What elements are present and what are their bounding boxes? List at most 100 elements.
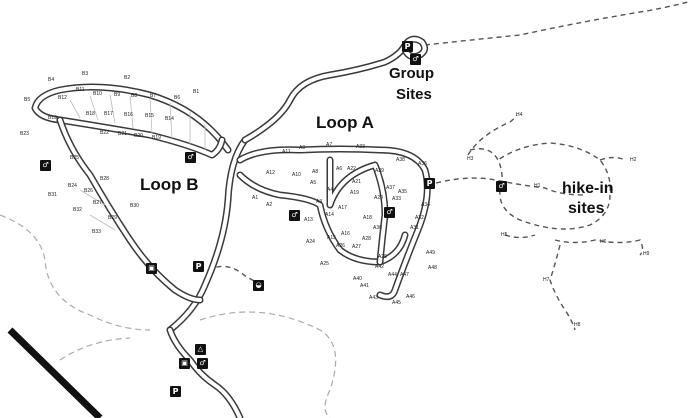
trail-to-group-sites	[424, 1, 688, 46]
site-label: H1	[534, 183, 541, 189]
parking-icon: P	[402, 41, 413, 52]
site-label: A6	[336, 166, 343, 172]
site-label: B9	[114, 92, 121, 98]
parking-icon: P	[424, 178, 435, 189]
site-label: A10	[292, 172, 301, 178]
trail-hike-in-loop	[469, 142, 611, 230]
site-label: B7	[150, 93, 157, 99]
site-label: A1	[252, 195, 259, 201]
site-label: A16	[341, 231, 350, 237]
site-label: A31	[410, 225, 419, 231]
site-label: A33	[392, 196, 401, 202]
site-label: A12	[266, 170, 275, 176]
site-label: A36	[418, 161, 427, 167]
site-label: A19	[350, 190, 359, 196]
site-label: H7	[543, 277, 550, 283]
restroom-icon: ♂	[40, 160, 51, 171]
site-label: B13	[48, 115, 57, 121]
site-label: A4	[327, 187, 334, 193]
bus-icon: ▣	[146, 263, 157, 274]
site-label: H9	[643, 251, 650, 257]
site-label: B10	[93, 91, 102, 97]
site-label: B33	[92, 229, 101, 235]
site-label: A5	[310, 180, 317, 186]
site-label: A2	[266, 202, 273, 208]
site-label: B23	[20, 131, 29, 137]
site-label: A39	[375, 168, 384, 174]
site-label: A13	[304, 217, 313, 223]
site-label: B21	[118, 131, 127, 137]
site-label: B14	[165, 116, 174, 122]
site-label: B19	[152, 135, 161, 141]
site-label: B12	[58, 95, 67, 101]
group-sites-label-line1: Group	[389, 65, 434, 82]
site-label: B29	[108, 215, 117, 221]
site-label: A26	[336, 243, 345, 249]
site-label: A44	[388, 272, 397, 278]
bus-icon: ▣	[179, 358, 190, 369]
railroad-track	[7, 327, 103, 418]
hike-in-sites-label-line2: sites	[568, 200, 605, 217]
site-label: A42	[375, 264, 384, 270]
site-label: A14	[325, 212, 334, 218]
site-label: A27	[352, 244, 361, 250]
site-label: B8	[131, 93, 138, 99]
site-label: B30	[130, 203, 139, 209]
site-label: H4	[516, 112, 523, 118]
trail-hike-in-h5	[504, 234, 536, 239]
site-label: B15	[145, 113, 154, 119]
boundary-line-bottom	[199, 311, 337, 418]
site-label: A35	[398, 189, 407, 195]
site-label: A23	[356, 144, 365, 150]
loop-b-site-hatching	[69, 94, 206, 231]
site-label: A45	[392, 300, 401, 306]
site-label: A49	[426, 250, 435, 256]
site-label: A38	[396, 157, 405, 163]
restroom-icon: ♂	[185, 152, 196, 163]
site-label: A30	[373, 225, 382, 231]
site-label: A3	[316, 199, 323, 205]
site-label: A22	[347, 166, 356, 172]
site-label: H8	[574, 322, 581, 328]
restroom-icon: ♂	[289, 210, 300, 221]
hike-in-sites-label-line1: hike-in	[562, 180, 614, 197]
boundary-line-left	[0, 214, 151, 331]
site-label: H5	[501, 232, 508, 238]
restroom-icon: ♂	[410, 54, 421, 65]
site-label: B4	[48, 77, 55, 83]
site-label: A43	[369, 295, 378, 301]
site-label: A46	[406, 294, 415, 300]
site-label: A34	[421, 202, 430, 208]
trail-to-dump-station	[207, 265, 259, 283]
dump-station-icon: ◒	[253, 280, 264, 291]
site-label: A9	[299, 145, 306, 151]
water-icon: △	[195, 344, 206, 355]
loop-b-label: Loop B	[140, 175, 199, 194]
site-label: B25	[70, 155, 79, 161]
parking-icon: P	[170, 386, 181, 397]
site-label: B22	[100, 130, 109, 136]
site-label: H3	[467, 156, 474, 162]
site-label: H2	[630, 157, 637, 163]
loop-a-label: Loop A	[316, 113, 374, 132]
site-label: B17	[104, 111, 113, 117]
site-label: B1	[193, 89, 200, 95]
site-label: A15	[327, 235, 336, 241]
site-label: H6	[600, 239, 607, 245]
parking-icon: P	[193, 261, 204, 272]
trail-hike-in-h7-h8	[549, 244, 576, 331]
site-label: A41	[360, 283, 369, 289]
site-label: A17	[338, 205, 347, 211]
site-label: B16	[124, 112, 133, 118]
site-label: B3	[82, 71, 89, 77]
site-label: B28	[100, 176, 109, 182]
site-label: A24	[306, 239, 315, 245]
site-label: A40	[353, 276, 362, 282]
site-label: A47	[400, 272, 409, 278]
restroom-icon: ♂	[197, 358, 208, 369]
restroom-icon: ♂	[496, 181, 507, 192]
site-label: A20	[374, 195, 383, 201]
group-sites-label-line2: Sites	[396, 86, 432, 103]
